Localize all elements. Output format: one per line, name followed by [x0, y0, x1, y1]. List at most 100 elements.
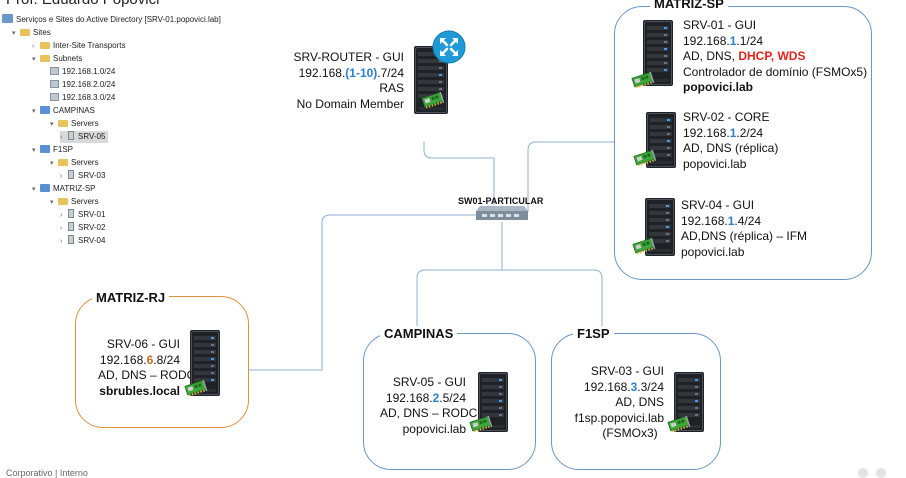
router-info: SRV-ROUTER - GUI 192.168.(1-10).7/24 RAS… — [292, 50, 404, 112]
chevron-right-icon[interactable]: › — [60, 173, 63, 180]
tree-sites[interactable]: ▾Sites — [12, 27, 51, 39]
network-card-icon — [631, 70, 655, 93]
srv-02-domain: popovici.lab — [683, 156, 747, 171]
srv-03-roles: AD, DNS — [615, 395, 664, 409]
tree-servers-folder[interactable]: ▾Servers — [50, 196, 99, 208]
site-icon — [40, 145, 50, 153]
srv-02-info: SRV-02 - CORE 192.168.1.2/24 AD, DNS (ré… — [683, 110, 778, 172]
network-card-icon — [633, 148, 657, 171]
chevron-right-icon[interactable]: › — [32, 43, 35, 50]
ad-sites-tree: Serviços e Sites do Active Directory [SR… — [2, 14, 238, 249]
site-icon — [40, 106, 50, 114]
network-card-icon — [184, 378, 208, 401]
tree-server-srv-01[interactable]: ›SRV-01 — [60, 209, 105, 221]
switch-label: SW01-PARTICULAR — [458, 196, 544, 206]
server-icon — [68, 170, 74, 179]
srv-01-server-icon — [643, 20, 673, 91]
folder-icon — [58, 198, 68, 205]
subnet-icon — [50, 93, 59, 101]
site-title-f1sp: F1SP — [573, 326, 614, 341]
link-router-switch — [423, 142, 495, 205]
network-card-icon — [469, 414, 493, 437]
site-title-campinas: CAMPINAS — [380, 326, 458, 341]
tree-subnet-item[interactable]: 192.168.3.0/24 — [50, 92, 115, 104]
link-matriz-switch — [527, 141, 614, 212]
link-switch-matrizrj — [248, 214, 477, 371]
srv-02-ip: 192.168.1.2/24 — [683, 125, 764, 140]
chevron-down-icon[interactable]: ▾ — [32, 56, 36, 63]
tree-subnet-item[interactable]: 192.168.2.0/24 — [50, 79, 115, 91]
srv-01-name: SRV-01 - GUI — [683, 18, 757, 32]
chevron-down-icon[interactable]: ▾ — [50, 160, 54, 167]
tree-server-srv-05[interactable]: ›SRV-05 — [60, 131, 109, 143]
chevron-right-icon[interactable]: › — [60, 238, 63, 245]
tree-inter-site-transports[interactable]: ›Inter-Site Transports — [32, 40, 125, 52]
tree-site-f1sp[interactable]: ▾F1SP — [32, 144, 73, 156]
tree-server-srv-04[interactable]: ›SRV-04 — [60, 235, 105, 247]
srv-01-ip: 192.168.1.1/24 — [683, 33, 764, 48]
srv-04-ip: 192.168.1.4/24 — [681, 213, 762, 228]
tree-server-srv-02[interactable]: ›SRV-02 — [60, 222, 105, 234]
srv-06-ip: 192.168.6.8/24 — [99, 352, 180, 367]
srv-05-ip: 192.168.2.5/24 — [385, 390, 466, 405]
chevron-down-icon[interactable]: ▾ — [50, 199, 54, 206]
tree-root[interactable]: Serviços e Sites do Active Directory [SR… — [2, 14, 221, 26]
chevron-right-icon[interactable]: › — [60, 134, 63, 141]
router-role: RAS — [379, 81, 404, 95]
chevron-down-icon[interactable]: ▾ — [32, 108, 36, 115]
srv-03-name: SRV-03 - GUI — [590, 364, 664, 378]
srv-05-domain: popovici.lab — [402, 421, 466, 436]
srv-05-roles: AD, DNS – RODC — [380, 406, 478, 420]
chevron-down-icon[interactable]: ▾ — [12, 30, 16, 37]
srv-06-roles: AD, DNS – RODC — [98, 368, 196, 382]
server-icon — [68, 209, 74, 218]
router-name: SRV-ROUTER - GUI — [293, 50, 404, 64]
folder-icon — [40, 42, 50, 49]
switch-icon — [476, 206, 528, 227]
folder-icon — [58, 120, 68, 127]
link-campinas — [416, 269, 603, 360]
srv-06-server-icon — [190, 330, 220, 401]
record-indicator — [876, 468, 886, 478]
tree-servers-folder[interactable]: ▾Servers — [50, 118, 99, 130]
srv-06-info: SRV-06 - GUI 192.168.6.8/24 AD, DNS – RO… — [98, 337, 196, 399]
srv-03-fsmo: (FSMOx3) — [602, 426, 658, 440]
chevron-down-icon[interactable]: ▾ — [32, 147, 36, 154]
router-ip: 192.168.(1-10).7/24 — [298, 65, 404, 80]
srv-05-info: SRV-05 - GUI 192.168.2.5/24 AD, DNS – RO… — [380, 375, 478, 437]
record-indicator — [858, 468, 868, 478]
tree-subnet-item[interactable]: 192.168.1.0/24 — [50, 66, 115, 78]
ad-sites-icon — [2, 14, 13, 23]
tree-site-matriz-sp[interactable]: ▾MATRIZ-SP — [32, 183, 96, 195]
folder-icon — [58, 159, 68, 166]
folder-icon — [40, 55, 50, 62]
srv-04-domain: popovici.lab — [681, 244, 745, 259]
tree-server-srv-03[interactable]: ›SRV-03 — [60, 170, 105, 182]
classification-label: Corporativo | Interno — [6, 468, 88, 478]
srv-03-info: SRV-03 - GUI 192.168.3.3/24 AD, DNS f1sp… — [566, 364, 664, 442]
srv-01-info: SRV-01 - GUI 192.168.1.1/24 AD, DNS, DHC… — [683, 18, 867, 96]
chevron-right-icon[interactable]: › — [60, 225, 63, 232]
router-domain-status: No Domain Member — [296, 96, 404, 111]
srv-06-domain: sbrubles.local — [99, 383, 180, 398]
srv-01-fsmo: Controlador de domínio (FSMOx5) — [683, 64, 868, 79]
tree-site-campinas[interactable]: ▾CAMPINAS — [32, 105, 95, 117]
srv-03-ip: 192.168.3.3/24 — [583, 379, 664, 394]
network-card-icon — [421, 90, 445, 113]
server-icon — [68, 235, 74, 244]
router-icon — [432, 30, 466, 69]
srv-02-roles: AD, DNS (réplica) — [683, 141, 779, 155]
tree-subnets[interactable]: ▾Subnets — [32, 53, 82, 65]
srv-04-info: SRV-04 - GUI 192.168.1.4/24 AD,DNS (répl… — [681, 198, 807, 260]
tree-servers-folder[interactable]: ▾Servers — [50, 157, 99, 169]
chevron-down-icon[interactable]: ▾ — [32, 186, 36, 193]
presenter-name: Prof. Eduardo Popovici — [6, 0, 159, 8]
srv-04-name: SRV-04 - GUI — [681, 198, 755, 212]
chevron-right-icon[interactable]: › — [60, 212, 63, 219]
srv-04-roles: AD,DNS (réplica) – IFM — [681, 229, 808, 243]
srv-01-domain: popovici.lab — [683, 80, 754, 94]
chevron-down-icon[interactable]: ▾ — [50, 121, 54, 128]
site-icon — [40, 184, 50, 192]
folder-icon — [20, 29, 30, 36]
